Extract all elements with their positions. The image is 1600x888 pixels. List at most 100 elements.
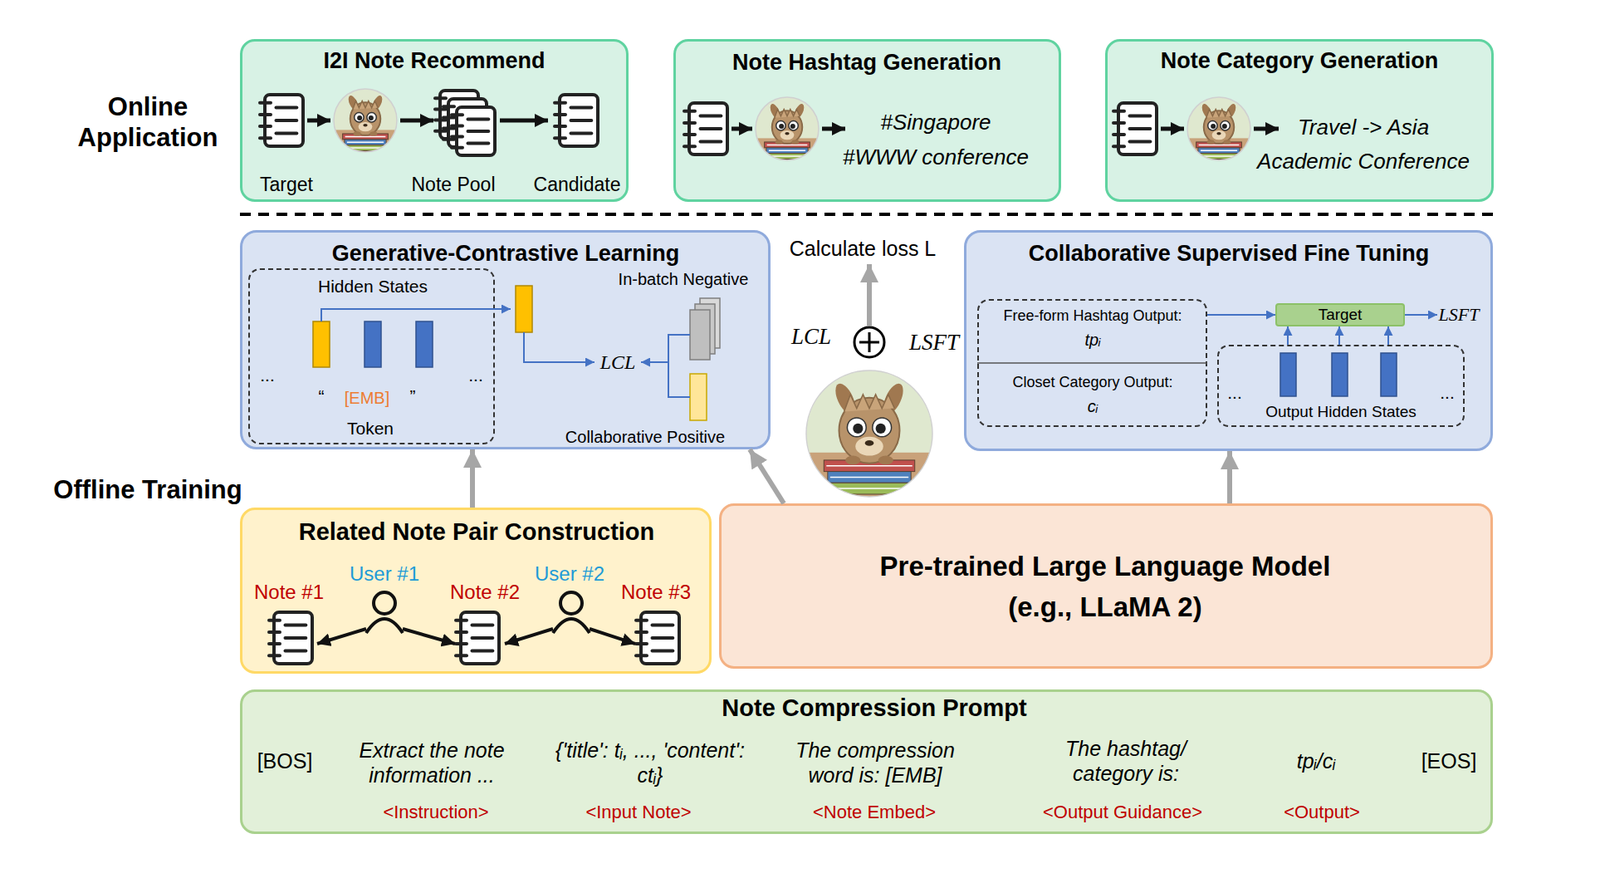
- node-text: <Input Note>: [585, 801, 691, 823]
- label-text: LCL: [791, 322, 832, 350]
- llama-ring: [806, 370, 933, 497]
- note-line: [468, 129, 490, 133]
- note-ring: [636, 653, 647, 657]
- note-ring: [636, 618, 647, 622]
- node-text: <Output>: [1283, 801, 1361, 823]
- llama-paw: [1223, 139, 1231, 144]
- note-ring: [451, 112, 463, 117]
- llama-avatar: [1187, 97, 1251, 170]
- note-line: [700, 114, 722, 118]
- llama-fur: [774, 108, 800, 118]
- note-icon: [455, 611, 500, 664]
- note-ring: [269, 653, 280, 657]
- node-text: Note #3: [621, 580, 691, 605]
- note-ring: [1113, 109, 1125, 113]
- node-text: Free-form Hashtag Output:: [1003, 307, 1182, 326]
- node-text: Related Note Pair Construction: [298, 517, 656, 547]
- hidden-state-arrow: [1387, 326, 1390, 345]
- hidden-state-bar: [515, 285, 533, 333]
- llama-eye: [366, 112, 377, 123]
- node-text: <Instruction>: [382, 801, 489, 823]
- note-line: [276, 118, 298, 123]
- node-text: User #2: [534, 562, 605, 587]
- user-icon: [373, 592, 396, 614]
- llama-nose: [784, 132, 789, 135]
- divider-line: [977, 362, 1208, 364]
- note-line: [285, 636, 307, 640]
- llama-ground: [1187, 97, 1251, 161]
- node-text: ”: [410, 385, 416, 407]
- book: [762, 153, 812, 160]
- llama-avatar: [333, 88, 397, 162]
- node-text: tpᵢ: [1084, 329, 1101, 350]
- note-ring: [636, 641, 647, 646]
- note-ring: [269, 618, 280, 622]
- arrow-line: [866, 264, 872, 326]
- model-box: Pre-trained Large Language Model(e.g., L…: [719, 503, 1493, 669]
- note-ring: [259, 101, 271, 105]
- llama-pupil: [357, 115, 363, 121]
- book: [766, 147, 808, 154]
- node-text: Collaborative Supervised Fine Tuning: [1028, 239, 1430, 267]
- note-ring: [554, 124, 566, 128]
- note-ring: [1113, 132, 1125, 137]
- node-text: Hidden States: [318, 275, 428, 297]
- note-ring: [636, 630, 647, 634]
- module-box: Collaborative Supervised Fine TuningLSFT…: [963, 229, 1493, 451]
- note-line: [652, 636, 674, 640]
- arrow-line: [321, 308, 511, 322]
- label-text: LSFT: [909, 328, 960, 356]
- note-ring: [455, 653, 467, 657]
- node-text: The compression word is: [EMB]: [786, 737, 965, 788]
- note-line: [1130, 140, 1151, 144]
- node-text: In-batch Negative: [618, 269, 749, 289]
- node-text: Note #2: [450, 580, 520, 605]
- hidden-state-bar: [313, 321, 330, 367]
- note-icon: [451, 107, 495, 156]
- llama-ring: [755, 97, 819, 161]
- arrow-line: [822, 127, 846, 132]
- arrow-line: [317, 628, 367, 644]
- node-text: ...: [259, 364, 275, 386]
- hidden-state-bar: [1331, 352, 1348, 397]
- node-text: Output Hidden States: [1265, 402, 1417, 422]
- llama-pupil: [875, 423, 886, 434]
- node-text: ...: [1439, 381, 1455, 403]
- book-page: [830, 476, 909, 479]
- note-line: [571, 118, 593, 123]
- llama-nose: [362, 123, 367, 127]
- llama-avatar: [755, 97, 819, 170]
- note-line: [571, 132, 593, 136]
- user-icon: [366, 618, 403, 633]
- hidden-state-bar: [689, 373, 707, 421]
- llama-ground: [333, 88, 397, 152]
- note-ring: [259, 124, 271, 128]
- note-icon: [554, 94, 598, 147]
- book: [1193, 153, 1243, 160]
- flow-arrow: [749, 449, 784, 504]
- arrow-line: [1404, 313, 1438, 316]
- node-text: The hashtag/ category is:: [1042, 735, 1209, 786]
- llama-snout: [780, 130, 795, 140]
- separator-line: [239, 212, 1495, 216]
- llama-ring: [333, 88, 397, 152]
- node-text: I2I Note Recommend: [322, 47, 545, 74]
- note-ring: [269, 641, 280, 646]
- hidden-state-arrow: [1338, 326, 1341, 345]
- hidden-state-arrow: [1207, 313, 1276, 316]
- note-line: [276, 106, 298, 110]
- flow-arrow: [1227, 450, 1233, 504]
- note-ring: [455, 630, 467, 634]
- note-ring: [451, 123, 463, 128]
- llama-paw: [353, 131, 362, 136]
- note-ring: [684, 121, 695, 125]
- note-line: [700, 140, 722, 144]
- note-icon: [269, 611, 313, 664]
- llama-pupil: [790, 123, 796, 129]
- llama-eye: [788, 121, 798, 131]
- node-text: Candidate: [533, 173, 622, 197]
- book-page: [826, 464, 912, 467]
- node-text: [BOS]: [257, 748, 314, 774]
- node-text: Note #1: [254, 580, 324, 605]
- note-ring: [443, 104, 455, 108]
